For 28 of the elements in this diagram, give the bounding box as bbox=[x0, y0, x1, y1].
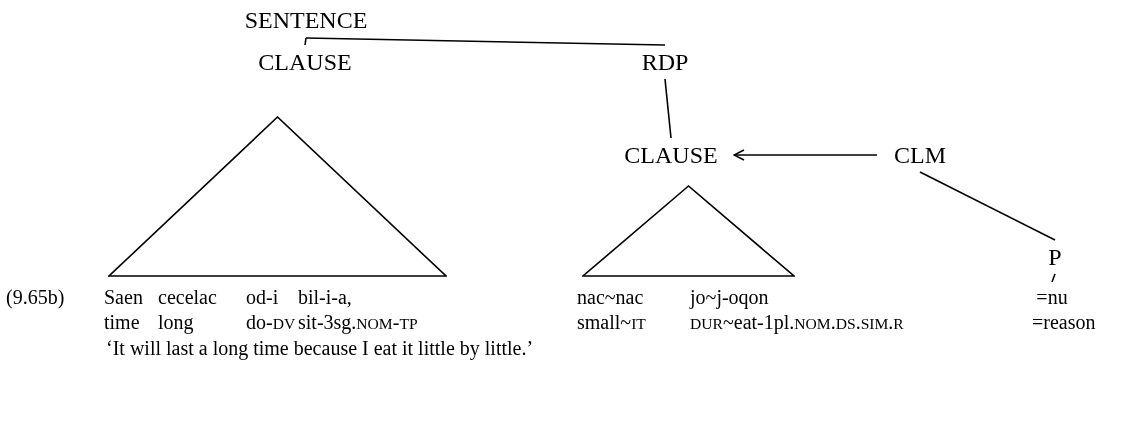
tree-branch-line bbox=[305, 37, 666, 46]
morpheme-text: bil-i-a, bbox=[298, 287, 352, 307]
category-label: RDP bbox=[641, 50, 689, 74]
tree-branch-line bbox=[664, 78, 672, 139]
tree-branch-line bbox=[919, 171, 1056, 241]
arrow bbox=[733, 149, 878, 161]
category-label: CLAUSE bbox=[624, 143, 718, 167]
translation-text: ‘It will last a long time because I eat it little by little.’ bbox=[106, 338, 534, 358]
tree-branch-line bbox=[304, 37, 307, 46]
morpheme-text: cecelac bbox=[158, 287, 217, 307]
morpheme-text: nac~nac bbox=[577, 287, 644, 307]
gloss-text: long bbox=[158, 312, 194, 332]
gloss-text: =reason bbox=[1032, 312, 1096, 332]
gloss-text: small~IT bbox=[577, 312, 646, 332]
gloss-text: do-DV bbox=[246, 312, 296, 332]
morpheme-text: jo~j-oqon bbox=[690, 287, 769, 307]
gloss-text: time bbox=[104, 312, 140, 332]
morpheme-text: od-i bbox=[246, 287, 279, 307]
gloss-text: DUR~eat-1pl.NOM.DS.SIM.R bbox=[690, 312, 904, 332]
gloss-text: sit-3sg.NOM-TP bbox=[298, 312, 418, 332]
example-number: (9.65b) bbox=[6, 287, 65, 307]
morpheme-text: Saen bbox=[104, 287, 143, 307]
category-label: P bbox=[1048, 245, 1062, 269]
category-label: CLAUSE bbox=[258, 50, 352, 74]
morpheme-text: =nu bbox=[1036, 287, 1068, 307]
category-label: SENTENCE bbox=[244, 8, 368, 32]
category-label: CLM bbox=[894, 143, 946, 167]
tree-branch-line bbox=[1051, 273, 1056, 283]
